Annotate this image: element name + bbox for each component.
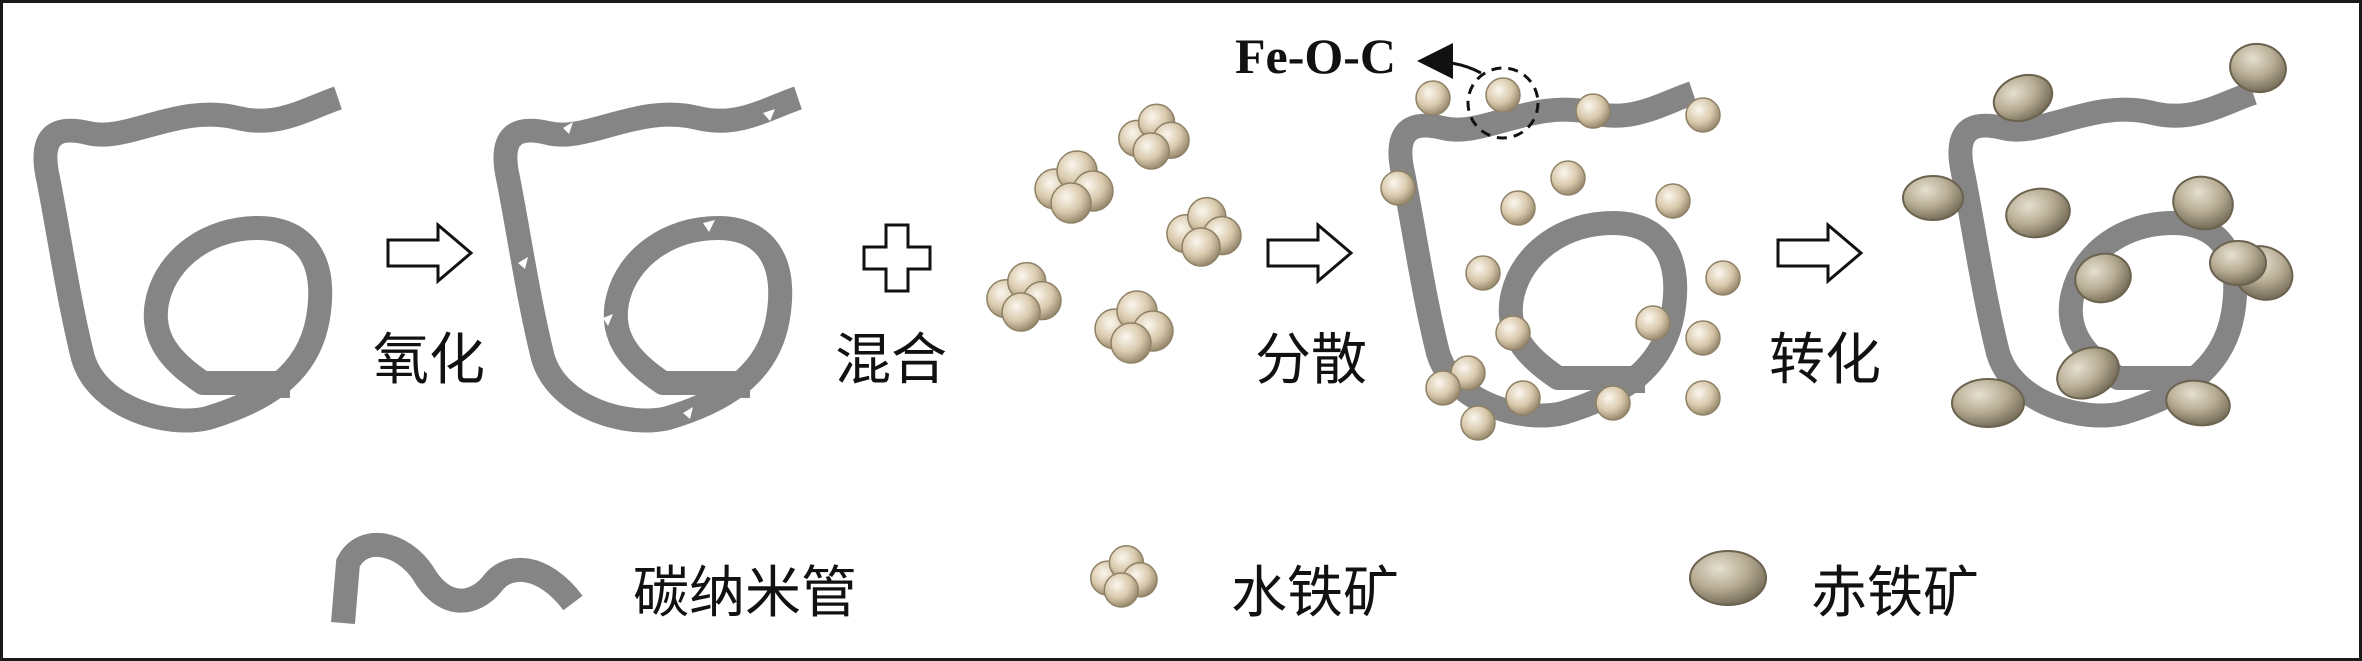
ferrihydrite-sphere: [1110, 322, 1152, 364]
hematite-particle: [2056, 346, 2120, 400]
step-label-dispersion: 分散: [1255, 328, 1367, 393]
ferrihydrite-sphere: [1103, 572, 1140, 608]
hematite-particle: [1992, 73, 2054, 123]
legend-label-hematite: 赤铁矿: [1811, 561, 1979, 626]
ferrihydrite-sphere: [1485, 77, 1521, 113]
legend-cnt-symbol: [331, 533, 583, 624]
ferrihydrite-sphere: [1460, 405, 1496, 441]
ferrihydrite-sphere: [1575, 93, 1611, 129]
cnt-oxidized: [505, 98, 798, 421]
legend: [331, 533, 1767, 624]
hematite-particle: [2172, 175, 2234, 231]
ferrihydrite-clusters: [986, 103, 1242, 364]
ferrihydrite-sphere: [1635, 305, 1671, 341]
hematite-particle: [2229, 42, 2287, 94]
process-arrow-2: [1266, 221, 1354, 285]
ferrihydrite-sphere: [1380, 170, 1416, 206]
ferrihydrite-sphere: [1705, 260, 1741, 296]
hematite-particle: [2005, 187, 2071, 239]
ferrihydrite-sphere: [1655, 183, 1691, 219]
step-label-oxidation: 氧化: [373, 328, 485, 393]
hematite-particle: [2074, 252, 2132, 304]
ferrihydrite-sphere: [1505, 380, 1541, 416]
ferrihydrite-sphere: [1425, 370, 1461, 406]
hematite-particle: [1951, 378, 2025, 428]
process-arrow-3: [1776, 221, 1864, 285]
ferrihydrite-sphere: [1595, 385, 1631, 421]
ferrihydrite-sphere: [1050, 182, 1092, 224]
ferrihydrite-sphere: [1415, 80, 1451, 116]
scheme-drawing: [3, 42, 2294, 624]
ferrihydrite-sphere: [1685, 320, 1721, 356]
hematite-particle: [2165, 379, 2231, 427]
ferrihydrite-sphere: [1001, 292, 1041, 332]
step-label-mixing: 混合: [835, 328, 947, 393]
cnt-pristine: [45, 98, 338, 421]
oxidation-defects: [518, 109, 775, 419]
process-arrow-1: [386, 221, 474, 285]
legend-ferrihydrite-symbol: [1089, 545, 1158, 608]
ferrihydrite-sphere: [1181, 227, 1221, 267]
ferrihydrite-sphere: [1685, 97, 1721, 133]
plus-sign: [862, 223, 932, 293]
ferrihydrite-sphere: [1500, 190, 1536, 226]
cnt-with-ferrihydrite: [1380, 43, 1741, 441]
legend-label-ferrihydrite: 水铁矿: [1231, 561, 1399, 626]
ferrihydrite-sphere: [1465, 255, 1501, 291]
ferrihydrite-sphere: [1132, 132, 1170, 170]
step-label-conversion: 转化: [1769, 328, 1881, 393]
fe-o-c-highlight-circle: [1466, 66, 1540, 140]
hematite-particle: [2209, 240, 2267, 286]
ferrihydrite-sphere: [1495, 315, 1531, 351]
legend-hematite-symbol: [1689, 550, 1767, 606]
cnt-with-hematite: [1902, 42, 2294, 428]
fe-o-c-label: Fe-O-C: [1235, 28, 1397, 84]
fe-o-c-pointer-arrow: [1417, 43, 1482, 80]
ferrihydrite-sphere: [1550, 160, 1586, 196]
hematite-particle: [1902, 175, 1964, 221]
ferrihydrite-sphere: [1685, 380, 1721, 416]
legend-label-cnt: 碳纳米管: [633, 561, 857, 626]
